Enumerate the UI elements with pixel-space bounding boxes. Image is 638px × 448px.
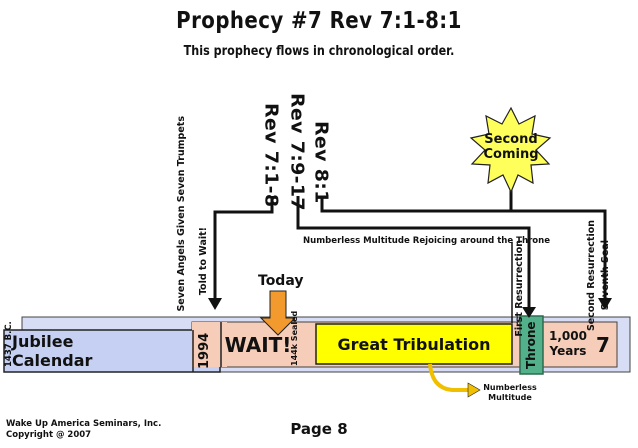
footer-org-line2: Copyright @ 2007 bbox=[6, 430, 92, 440]
label-second-resurrection: Second Resurrection bbox=[586, 220, 597, 332]
arrowhead-seventh-seal bbox=[598, 298, 612, 310]
great-tribulation-box bbox=[315, 323, 513, 365]
page-title: Prophecy #7 Rev 7:1-8:1 bbox=[176, 8, 462, 34]
label-jubilee-calendar: Jubilee Calendar bbox=[12, 332, 93, 370]
label-seventh: 7 bbox=[596, 333, 610, 357]
label-thousand-years: 1,000 Years bbox=[548, 329, 588, 359]
numberless-multitude-arrow bbox=[428, 363, 470, 392]
label-thousand-years-word: Years bbox=[549, 344, 587, 358]
rev-8-1-connector bbox=[320, 196, 607, 300]
arrowhead-told-to-wait bbox=[208, 298, 222, 310]
second-coming-line1: Second bbox=[484, 132, 538, 147]
second-coming-star bbox=[469, 106, 552, 194]
label-throne: Throne bbox=[524, 321, 538, 369]
label-told-to-wait: Told to Wait! bbox=[198, 227, 209, 296]
arrowhead-first-resurrection bbox=[522, 307, 536, 318]
today-arrow bbox=[259, 290, 297, 336]
page-subtitle: This prophecy flows in chronological ord… bbox=[183, 44, 455, 59]
ref-rev-7-1-8: Rev 7:1-8 bbox=[260, 103, 282, 208]
label-seventh-seal: Seventh Seal bbox=[600, 240, 611, 311]
ref-rev-8-1: Rev 8:1 bbox=[310, 121, 332, 204]
footer-org: Wake Up America Seminars, Inc. Copyright… bbox=[6, 419, 161, 441]
label-144k-sealed: 144k Sealed bbox=[290, 310, 299, 366]
page-number: Page 8 bbox=[290, 420, 348, 438]
label-thousand-years-num: 1,000 bbox=[549, 329, 587, 343]
label-great-tribulation: Great Tribulation bbox=[337, 334, 491, 354]
throne-box bbox=[519, 315, 544, 375]
second-coming-line2: Coming bbox=[483, 147, 539, 162]
today-label: Today bbox=[258, 273, 304, 289]
label-numberless-multitude: Numberless Multitude bbox=[483, 383, 537, 402]
second-coming-label: Second Coming bbox=[471, 132, 551, 162]
label-wait: WAIT! bbox=[224, 332, 292, 357]
label-seven-angels: Seven Angels Given Seven Trumpets bbox=[176, 116, 187, 312]
ref-rev-7-9-17: Rev 7:9-17 bbox=[286, 93, 308, 211]
label-1994: 1994 bbox=[197, 332, 212, 370]
rev-7-1-8-connector bbox=[213, 196, 274, 300]
label-numberless-rejoicing: Numberless Multitude Rejoicing around th… bbox=[303, 236, 551, 246]
jubilee-box bbox=[3, 329, 221, 373]
rev-7-9-17-connector bbox=[296, 196, 531, 309]
footer-org-line1: Wake Up America Seminars, Inc. bbox=[6, 419, 162, 429]
